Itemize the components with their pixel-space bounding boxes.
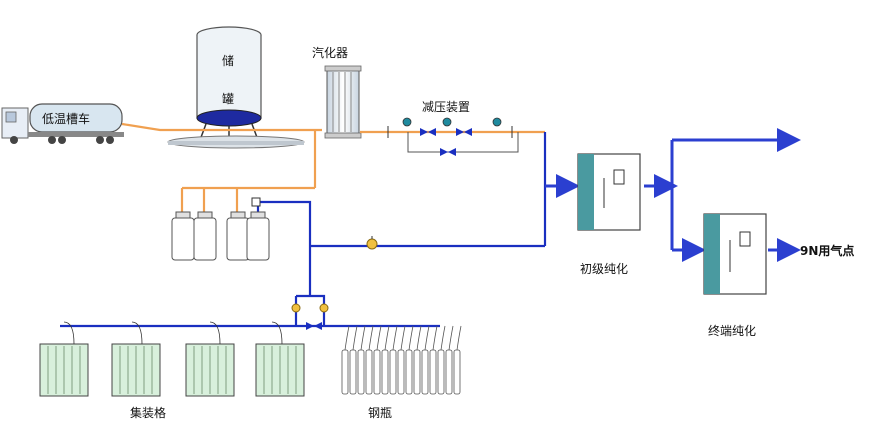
dewar-bottles-icon xyxy=(171,197,270,261)
steel-cylinders-icon xyxy=(341,325,462,395)
storage-tank-icon xyxy=(167,26,305,149)
tank-label-top: 储 xyxy=(222,54,235,68)
gas-point-label: 9N用气点 xyxy=(800,244,855,258)
final-purify-label: 终端纯化 xyxy=(708,324,757,338)
vaporizer-icon xyxy=(324,65,362,139)
final-purifier-icon xyxy=(703,213,767,295)
cylinders-label: 钢瓶 xyxy=(368,406,393,420)
vaporizer-label: 汽化器 xyxy=(312,46,349,60)
pressure-reducer-icon xyxy=(387,117,519,156)
gas-piping xyxy=(60,132,547,328)
cylinder-bundles-icon xyxy=(39,321,305,397)
return-valve-icon xyxy=(366,236,378,250)
pressure-reducer-label: 减压装置 xyxy=(422,100,471,114)
bundle-label: 集装格 xyxy=(130,406,167,420)
primary-purify-label: 初级纯化 xyxy=(580,262,629,276)
tanker-label: 低温槽车 xyxy=(42,112,91,126)
tank-label-bottom: 罐 xyxy=(222,92,235,106)
tanker-truck-icon xyxy=(1,103,124,144)
primary-purifier-icon xyxy=(577,153,641,231)
liquid-piping xyxy=(121,122,545,212)
flow-arrows xyxy=(545,128,801,262)
manifold-valves-icon xyxy=(291,303,329,330)
